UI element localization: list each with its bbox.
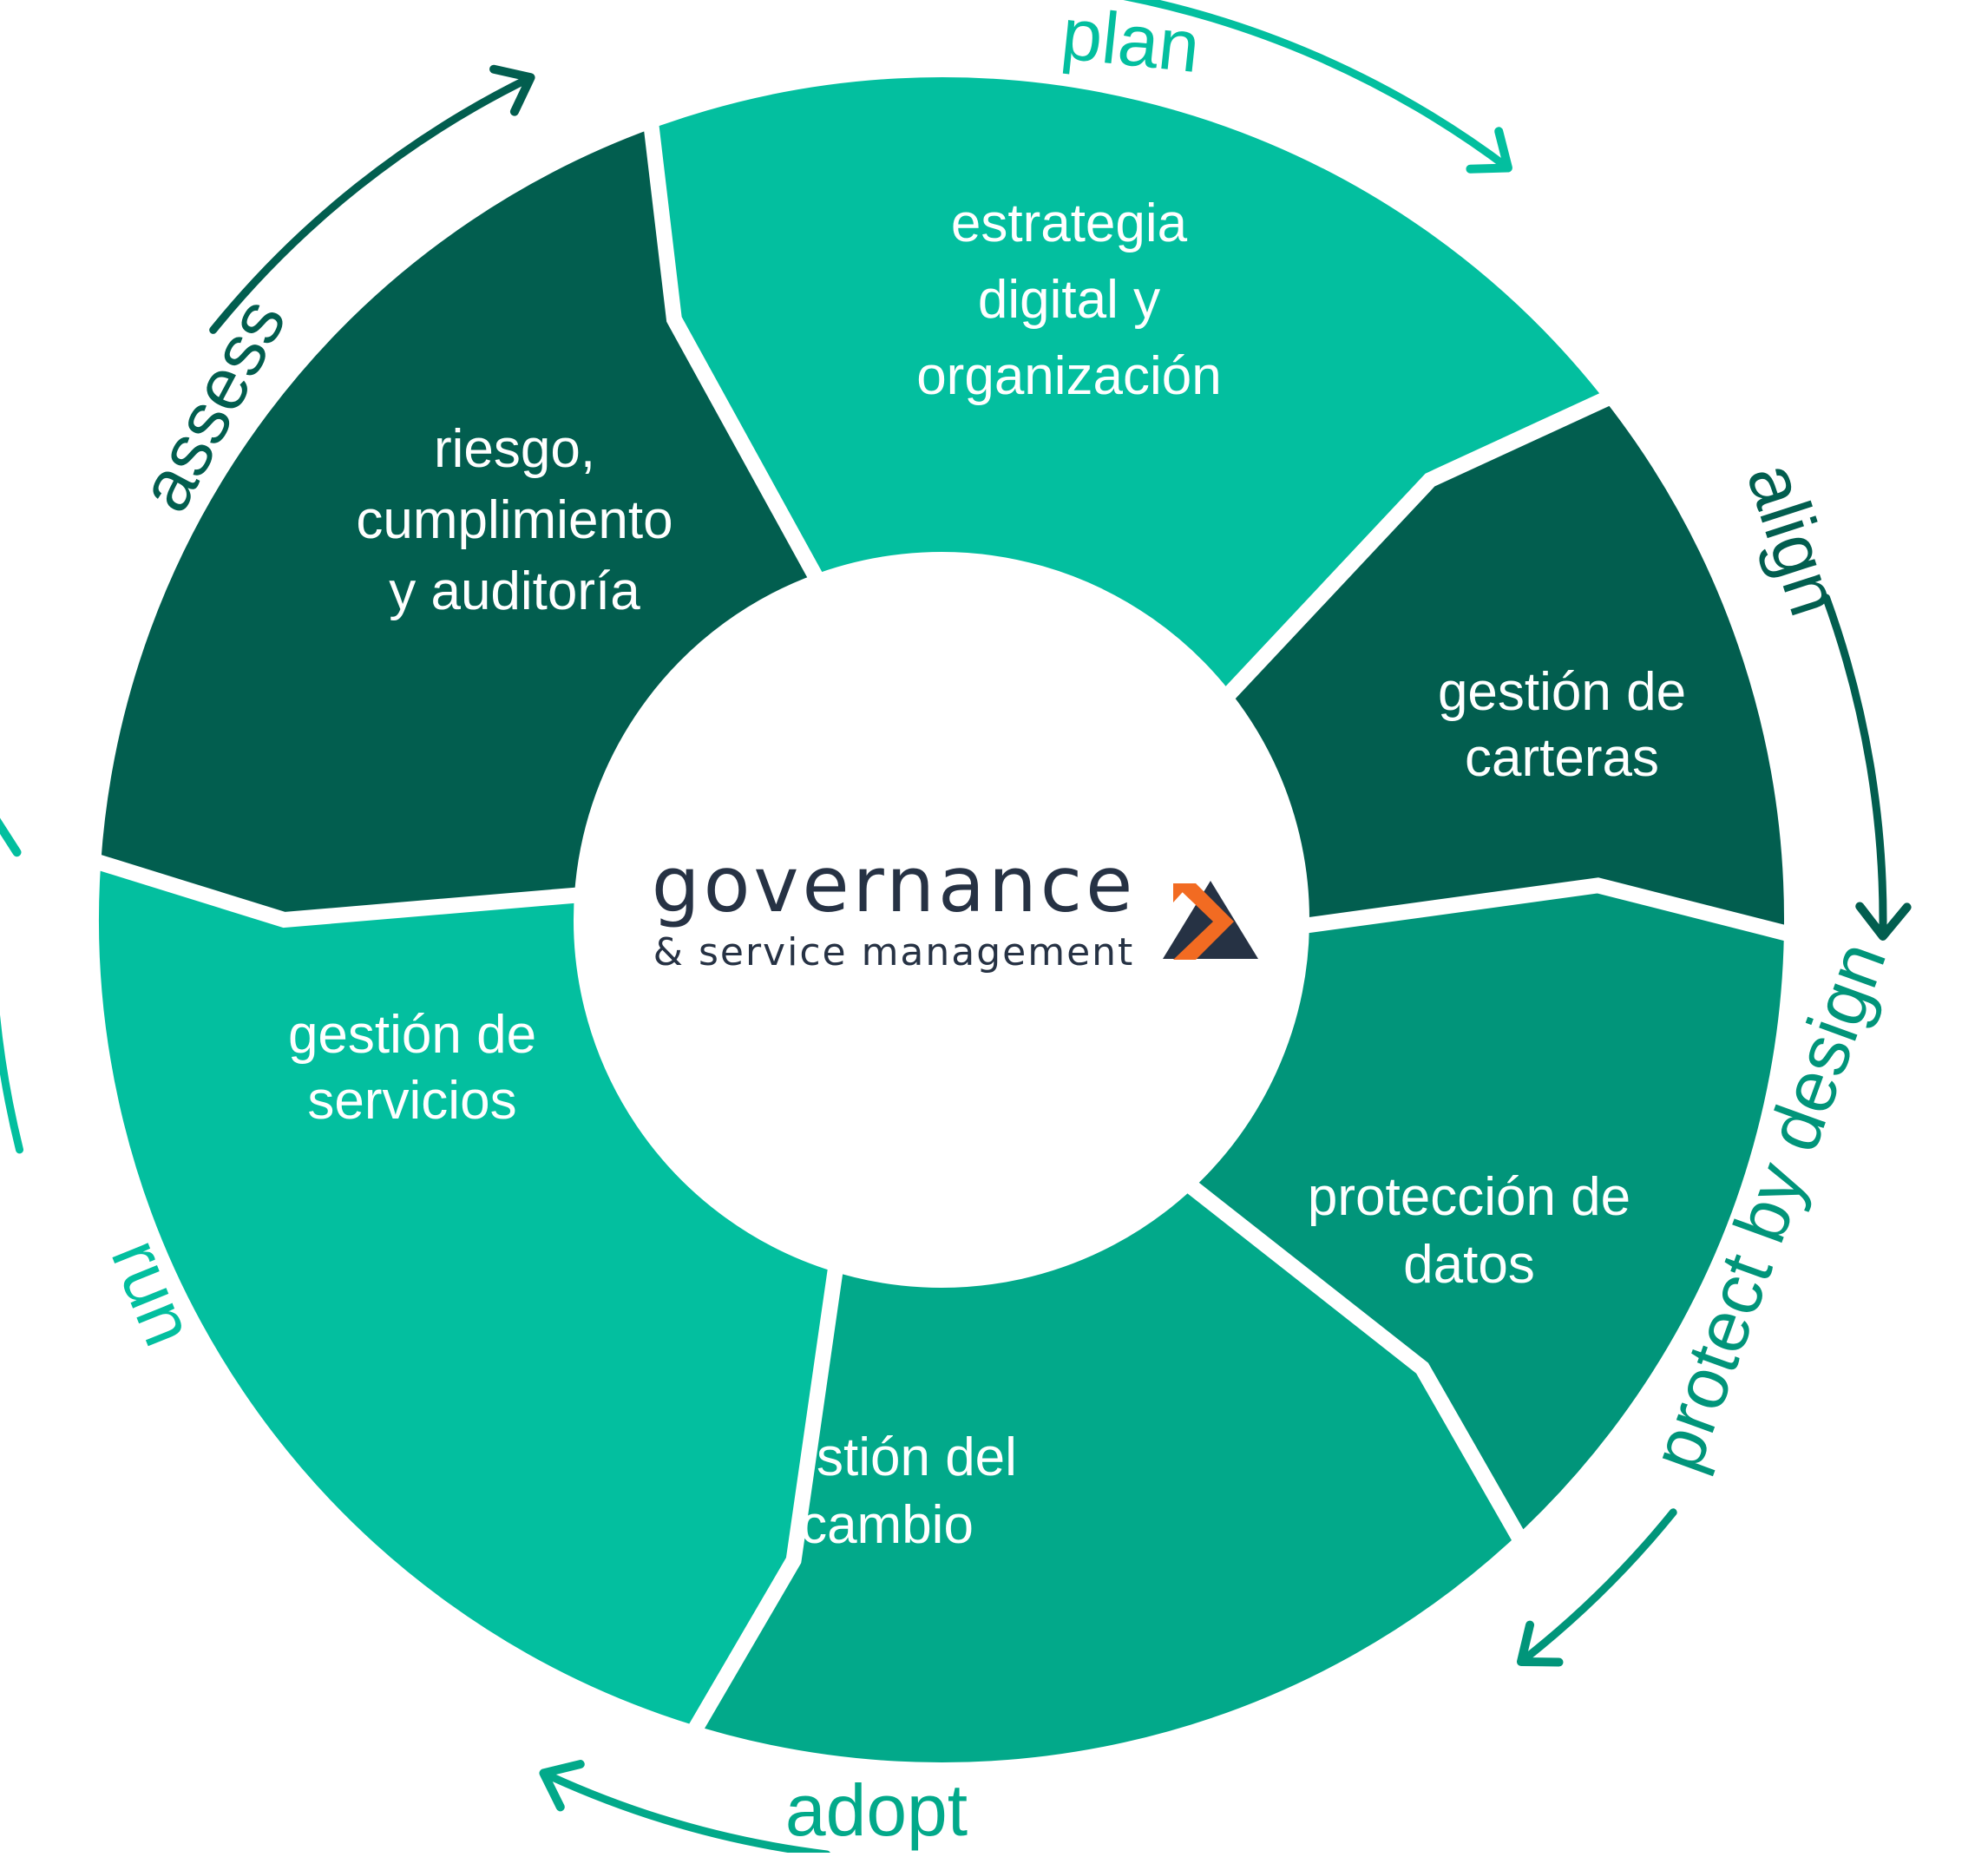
segment-cambio xyxy=(666,1172,1532,1778)
segment-label-line: datos xyxy=(1403,1235,1535,1295)
segment-label-proteccion: protección de datos xyxy=(1308,1167,1630,1295)
segment-proteccion xyxy=(1170,877,1800,1565)
logo: governance & service management xyxy=(652,840,1258,974)
segment-label-line: gestión de xyxy=(288,1005,536,1065)
cycle-arrow-adopt xyxy=(539,1768,831,1857)
arrowhead-icon xyxy=(539,1760,585,1812)
segment-label-line: servicios xyxy=(307,1071,516,1131)
segment-label-line: cumplimiento xyxy=(356,490,673,550)
cycle-arrow-protect xyxy=(1517,1508,1677,1666)
logo-mark-icon xyxy=(1163,878,1258,965)
cycle-arrow-run xyxy=(0,818,24,1154)
segment-label-line: digital y xyxy=(978,270,1160,330)
segment-label-line: carteras xyxy=(1465,728,1659,788)
arrowhead-icon xyxy=(1516,1620,1564,1667)
logo-subtitle: & service management xyxy=(653,930,1135,974)
arrowhead-icon xyxy=(1466,127,1512,174)
arrowhead-icon xyxy=(0,817,22,857)
segment-label-line: gestión de xyxy=(1438,662,1686,722)
segment-label-estrategia: estrategia digital y organización xyxy=(916,194,1222,406)
phase-label-plan: plan xyxy=(1058,0,1204,88)
segment-label-line: cambio xyxy=(800,1495,974,1555)
segment-label-line: y auditoría xyxy=(389,561,640,621)
cycle-arrow-plan xyxy=(1123,0,1512,172)
segment-label-line: riesgo, xyxy=(434,419,595,479)
arrowhead-icon xyxy=(489,64,535,116)
segment-riesgo xyxy=(84,109,830,928)
cycle-arrow-assess xyxy=(209,73,535,334)
cycle-arrow-align xyxy=(1822,594,1887,941)
phase-label-adopt: adopt xyxy=(785,1769,968,1851)
segment-label-line: organización xyxy=(916,346,1222,406)
segment-servicios xyxy=(83,835,845,1742)
segment-label-riesgo: riesgo, cumplimiento y auditoría xyxy=(356,419,673,621)
phase-label-align: align xyxy=(1731,453,1856,625)
logo-title: governance xyxy=(652,840,1137,929)
arrowhead-icon xyxy=(1855,902,1912,941)
segment-label-line: estrategia xyxy=(951,194,1188,253)
segment-label-line: protección de xyxy=(1308,1167,1630,1227)
segment-carteras xyxy=(1215,386,1800,960)
